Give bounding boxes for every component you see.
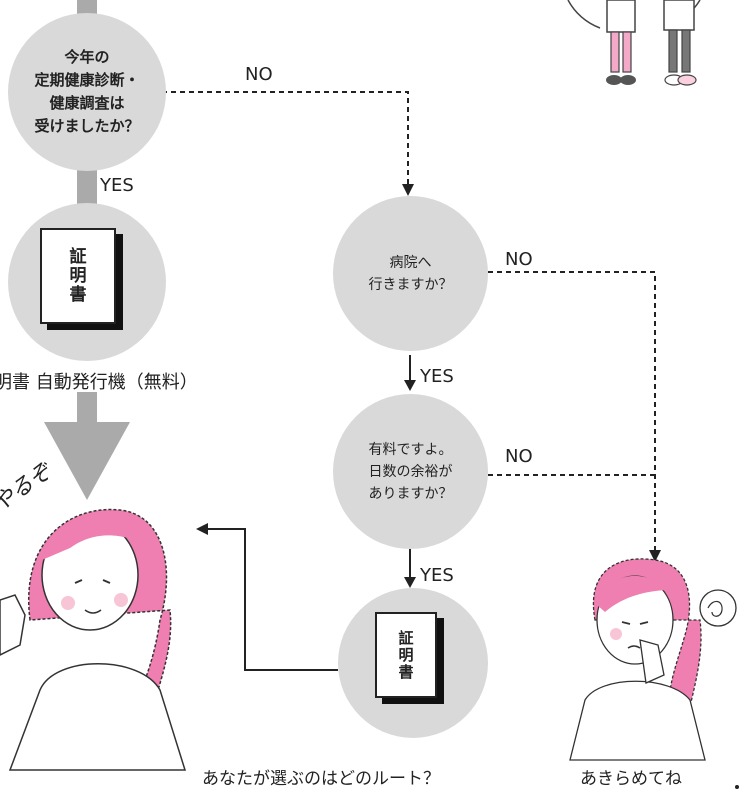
q2-line-2: 行きますか？ [368,276,453,293]
no-arrowhead-2 [649,550,661,562]
q1-line-1: 今年の [64,48,110,66]
question-annual-checkup: 今年の 定期健康診断・ 健康調査は 受けましたか？ [8,13,166,171]
question-annual-checkup-text: 今年の 定期健康診断・ 健康調査は 受けましたか？ [34,46,139,138]
q3-line-2: 日数の余裕が [368,463,453,480]
big-down-arrow [44,418,130,500]
q2-line-1: 病院へ [389,254,432,271]
no-path-1 [162,91,409,186]
q1-line-2: 定期健康診断・ [34,71,140,89]
label-no-1: NO [245,64,273,85]
route-question: あなたが選ぶのはどのルート？ [202,769,440,789]
no-arrowhead-1 [402,184,414,196]
gray-connector-kiosk [77,392,97,422]
yes-arrowhead-2 [404,380,416,391]
certificate-text-1: 証明書 [69,246,87,305]
q3-line-3: ありますか？ [368,485,453,502]
question-paid-text: 有料ですよ。 日数の余裕が ありますか？ [369,439,453,505]
certificate-text-2: 証明書 [398,628,414,681]
return-route-line [207,528,338,671]
q1-line-3: 健康調査は [49,94,125,112]
label-no-3: NO [505,446,533,467]
nurse-pink-illustration [606,0,636,85]
nurses-frame [567,0,601,29]
return-arrowhead [196,523,208,535]
question-hospital: 病院へ 行きますか？ [333,196,488,351]
question-paid: 有料ですよ。 日数の余裕が ありますか？ [333,394,488,549]
label-yes-1: YES [100,175,134,196]
question-hospital-text: 病院へ 行きますか？ [369,252,453,296]
nurse-gray-illustration [663,0,697,86]
page-dot [735,785,739,789]
label-yes-2: YES [420,366,454,387]
q1-line-4: 受けましたか？ [34,117,140,135]
label-no-2: NO [505,249,533,270]
gray-connector-top [77,0,97,14]
worried-woman-illustration [569,558,737,761]
kiosk-caption: 明書 自動発行機（無料） [0,372,198,393]
q3-line-1: 有料ですよ。 [368,441,453,458]
certificate-document-2: 証明書 [375,612,437,698]
give-up-caption: あきらめてね [580,769,682,789]
excited-woman-illustration [0,508,187,771]
certificate-document-1: 証明書 [40,228,116,324]
yes-arrowhead-3 [404,577,416,588]
label-yes-3: YES [420,565,454,586]
no-path-2 [488,271,656,552]
